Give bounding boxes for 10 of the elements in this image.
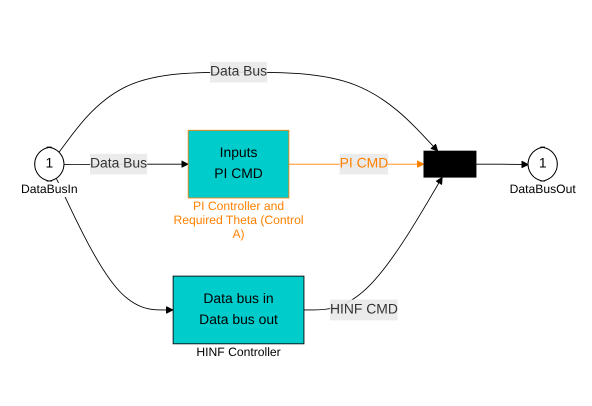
node-box: Inputs PI CMD [188, 130, 290, 199]
node-box: Data bus in Data bus out [172, 276, 304, 344]
block-caption: DataBusIn [20, 183, 78, 198]
arrow [56, 178, 174, 314]
edge-label: HINF CMD [330, 302, 398, 318]
edge-label: PI CMD [340, 156, 388, 172]
edge-label: Data Bus [210, 64, 268, 80]
node-bar [424, 150, 476, 178]
edge-label: Data Bus [90, 156, 148, 172]
arrow [476, 160, 529, 169]
